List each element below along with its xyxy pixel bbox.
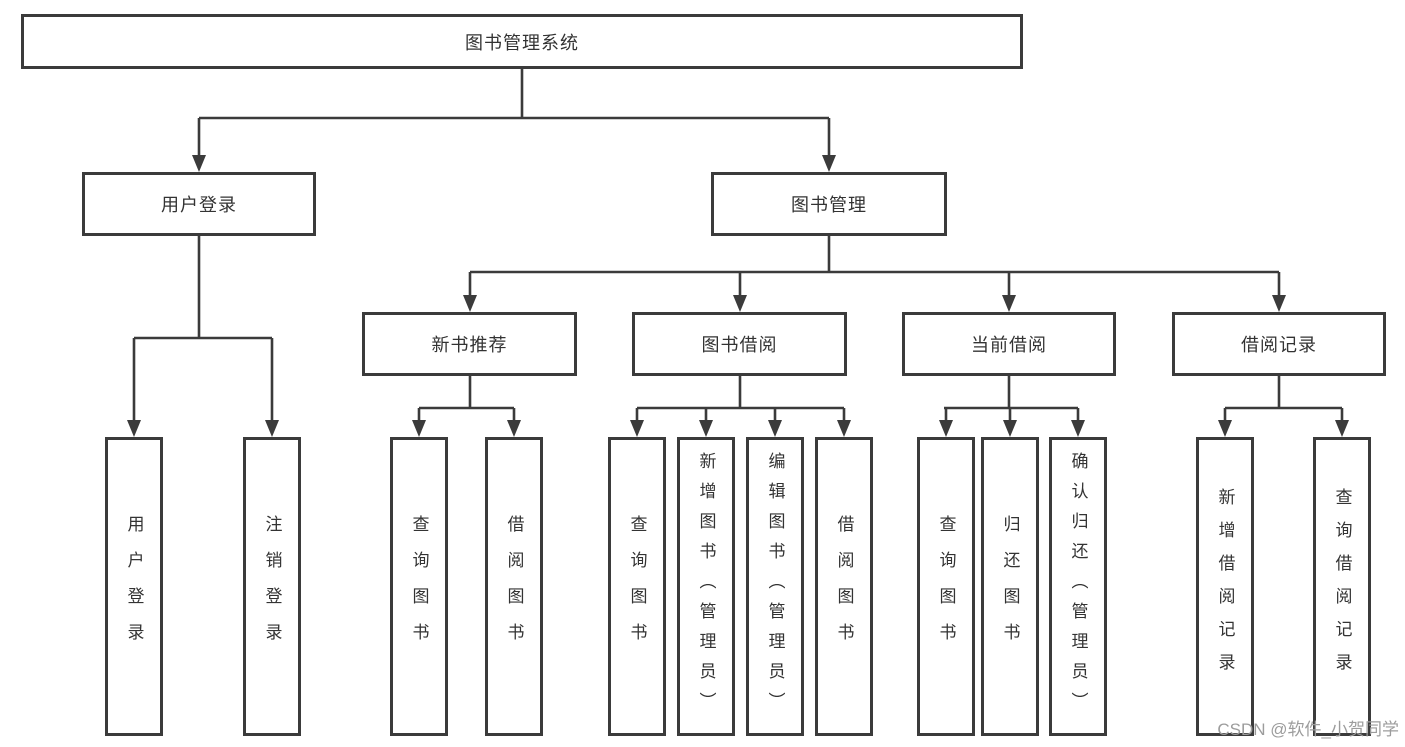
- node-book-management-label: 图书管理: [791, 195, 867, 215]
- leaf-add-borrow-record: 新增借阅记录: [1196, 437, 1254, 736]
- leaf-add-borrow-record-label: 新增借阅记录: [1215, 487, 1235, 686]
- node-book-borrowing-label: 图书借阅: [701, 335, 778, 355]
- node-user-login: 用户登录: [82, 172, 316, 236]
- leaf-query-books-current-label: 查询图书: [936, 514, 956, 659]
- node-book-management: 图书管理: [711, 172, 947, 236]
- node-new-book-recommend-label: 新书推荐: [431, 335, 508, 355]
- csdn-watermark: CSDN @软件_小贺同学: [1217, 720, 1399, 739]
- leaf-query-borrow-record-label: 查询借阅记录: [1332, 487, 1352, 686]
- node-book-borrowing: 图书借阅: [632, 312, 847, 376]
- leaf-borrow-book: 借阅图书: [815, 437, 873, 736]
- leaf-logout: 注销登录: [243, 437, 301, 736]
- leaf-add-book-admin-label: 新增图书（管理员）: [696, 451, 716, 722]
- leaf-query-books-recommend-label: 查询图书: [409, 514, 429, 659]
- node-borrowing-records-label: 借阅记录: [1241, 335, 1317, 355]
- node-current-borrowing: 当前借阅: [902, 312, 1116, 376]
- leaf-return-book: 归还图书: [981, 437, 1039, 736]
- leaf-query-books-borrow-label: 查询图书: [627, 514, 647, 659]
- node-borrowing-records: 借阅记录: [1172, 312, 1386, 376]
- leaf-confirm-return-admin: 确认归还（管理员）: [1049, 437, 1107, 736]
- leaf-query-books-recommend: 查询图书: [390, 437, 448, 736]
- node-current-borrowing-label: 当前借阅: [971, 335, 1047, 355]
- node-library-system-label: 图书管理系统: [465, 32, 579, 53]
- leaf-logout-label: 注销登录: [262, 514, 282, 659]
- leaf-user-login: 用户登录: [105, 437, 163, 736]
- leaf-edit-book-admin-label: 编辑图书（管理员）: [765, 451, 785, 722]
- leaf-user-login-label: 用户登录: [124, 514, 144, 659]
- node-library-system: 图书管理系统: [21, 14, 1023, 69]
- leaf-edit-book-admin: 编辑图书（管理员）: [746, 437, 804, 736]
- leaf-query-borrow-record: 查询借阅记录: [1313, 437, 1371, 736]
- leaf-return-book-label: 归还图书: [1000, 514, 1020, 659]
- leaf-query-books-borrow: 查询图书: [608, 437, 666, 736]
- leaf-borrow-books-recommend-label: 借阅图书: [504, 514, 524, 659]
- leaf-borrow-book-label: 借阅图书: [834, 514, 854, 659]
- leaf-confirm-return-admin-label: 确认归还（管理员）: [1068, 451, 1088, 722]
- leaf-borrow-books-recommend: 借阅图书: [485, 437, 543, 736]
- leaf-query-books-current: 查询图书: [917, 437, 975, 736]
- node-user-login-label: 用户登录: [161, 195, 237, 215]
- leaf-add-book-admin: 新增图书（管理员）: [677, 437, 735, 736]
- node-new-book-recommend: 新书推荐: [362, 312, 577, 376]
